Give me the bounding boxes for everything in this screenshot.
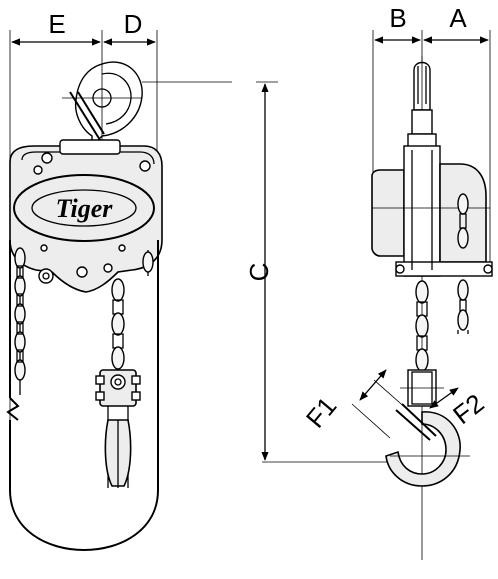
side-view: F1 F2 (300, 30, 493, 560)
side-body (371, 145, 493, 334)
lower-block (95, 369, 141, 488)
hoist-body: Tiger (9, 139, 163, 293)
logo-text: Tiger (56, 194, 114, 223)
dimension-c-label: C (244, 263, 274, 282)
side-load-chain (415, 280, 429, 372)
right-chain-links (142, 251, 154, 273)
dimension-b-a (372, 30, 491, 272)
dimension-b-label: B (389, 3, 406, 33)
dimension-c: C (244, 81, 400, 463)
front-view: Tiger (6, 30, 232, 551)
dimension-d-label: D (124, 9, 143, 39)
hand-chain-loop (6, 240, 159, 551)
dimension-e-label: E (48, 9, 65, 39)
dimension-f1-label: F1 (300, 391, 342, 434)
side-top-hook (407, 56, 437, 560)
side-lower-block (400, 369, 444, 407)
dimension-a-label: A (449, 3, 467, 33)
dimension-f2-label: F2 (447, 388, 489, 430)
left-chain-links (14, 247, 26, 381)
load-chain (111, 278, 125, 370)
dimension-f1: F1 (300, 369, 409, 439)
